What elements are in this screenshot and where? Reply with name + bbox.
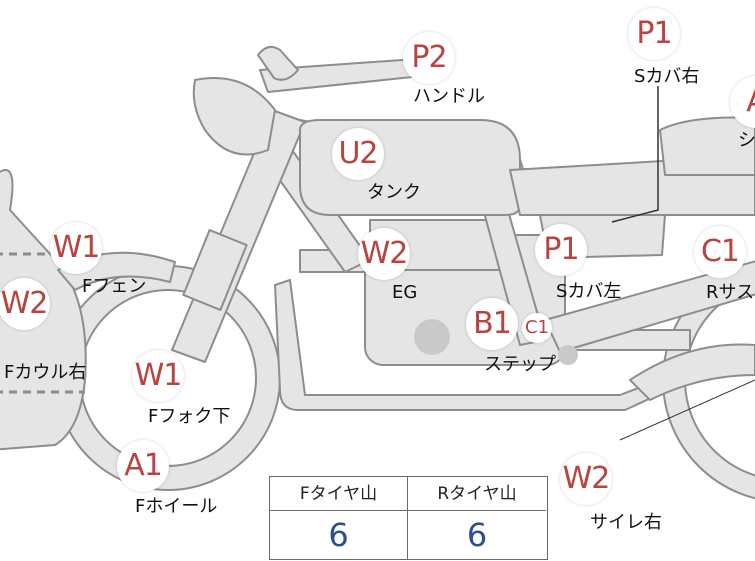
part-code-badge: U2	[332, 128, 384, 180]
swingarm	[544, 260, 755, 353]
part-label: ステップ	[484, 354, 556, 375]
rear-tyre-value: 6	[466, 516, 488, 554]
part-label: EG	[392, 282, 418, 303]
headlight	[192, 77, 276, 156]
part-code-badge: W1	[132, 350, 184, 402]
rear-tyre-header: Rタイヤ山	[408, 477, 546, 511]
part-label: Sカバ右	[634, 66, 700, 87]
part-code-badge: W2	[358, 228, 410, 280]
part-code-badge: C1	[694, 226, 746, 278]
part-code-badge: P1	[535, 224, 587, 276]
tyre-tread-table: Fタイヤ山 Rタイヤ山 6 6	[269, 476, 548, 560]
leader-line-silencer	[619, 379, 755, 441]
part-label: ハンドル	[413, 86, 485, 107]
part-code-badge: P1	[628, 8, 680, 60]
part-code-badge: A1	[117, 440, 169, 492]
part-label: Rサス	[706, 282, 755, 303]
part-code-badge: W1	[50, 222, 102, 274]
part-label: Fフェン	[82, 276, 147, 297]
part-code-badge: P2	[403, 32, 455, 84]
part-label: Fフォク下	[148, 406, 231, 427]
seat-rear-cowl	[659, 116, 755, 176]
front-tyre-value: 6	[270, 511, 408, 559]
part-label: Fホイール	[135, 496, 218, 517]
part-label: Sカバ左	[556, 281, 622, 302]
part-label: タンク	[367, 182, 421, 203]
part-label: Fカウル右	[4, 362, 87, 383]
part-code-badge: B1	[466, 298, 518, 350]
front-tyre-header: Fタイヤ山	[270, 477, 408, 511]
part-code-badge: C1	[522, 313, 552, 343]
part-label: サイレ右	[590, 512, 662, 533]
part-label: シ	[738, 130, 755, 151]
step-peg-dot	[558, 345, 578, 365]
handlebar-lever	[257, 45, 299, 81]
part-code-badge: W2	[560, 453, 612, 505]
fork-slider	[182, 229, 248, 311]
part-code-badge: W2	[0, 278, 50, 330]
rear-fender	[629, 343, 755, 401]
engine-case-dot	[414, 319, 450, 355]
leader-line-cover-right	[611, 86, 659, 223]
